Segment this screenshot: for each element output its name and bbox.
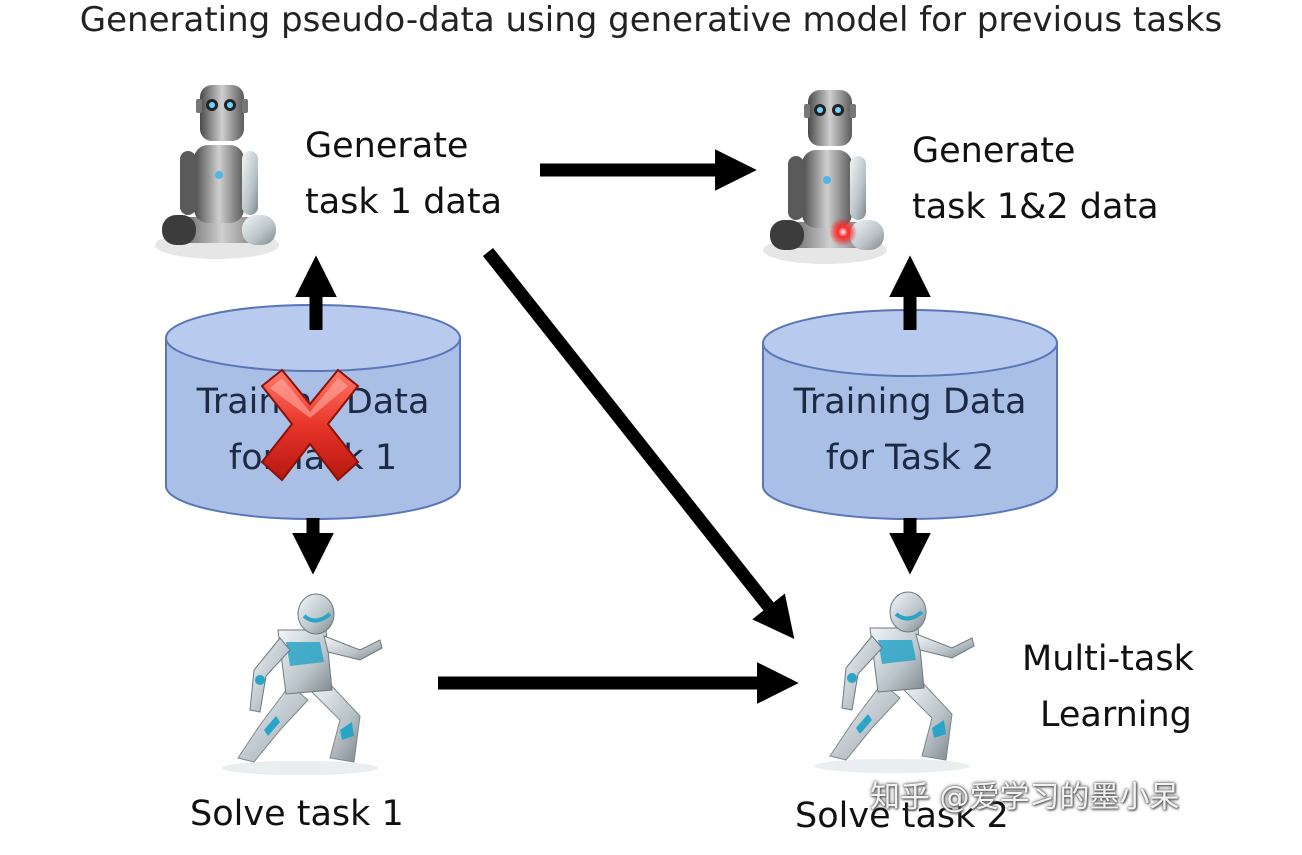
diagram-title: Generating pseudo-data using generative … <box>79 0 1223 40</box>
generator-2-label-line1: Generate <box>912 131 1076 171</box>
generator-1-label-line2: task 1 data <box>305 182 503 222</box>
arrow-generator1-to-solver2 <box>482 247 795 640</box>
multitask-label-line1: Multi-task <box>1022 639 1194 679</box>
multitask-label-line2: Learning <box>1039 695 1192 735</box>
red-x-icon <box>260 368 360 482</box>
crouching-robot-icon <box>220 592 384 777</box>
solver-2-label: Solve task 2 <box>795 796 1009 836</box>
watermark: 知乎 @爱学习的墨小呆 <box>870 780 1180 815</box>
multitask-label: Multi-task Learning <box>1022 631 1194 743</box>
sitting-robot-icon <box>155 85 279 259</box>
generator-1-label: Generate task 1 data <box>305 118 502 230</box>
generator-2-label: Generate task 1&2 data <box>912 123 1159 235</box>
solver-1-label: Solve task 1 <box>190 794 404 834</box>
database-2-label-line2: for Task 2 <box>825 438 995 478</box>
generator-2-label-line2: task 1&2 data <box>912 187 1159 227</box>
database-2-label-line1: Training Data <box>793 382 1027 422</box>
crouching-robot-icon <box>812 590 976 775</box>
arrows <box>292 149 931 704</box>
database-2-label: Training Data for Task 2 <box>763 374 1057 486</box>
red-light-icon <box>829 218 857 246</box>
generator-1-label-line1: Generate <box>305 126 469 166</box>
sitting-robot-icon <box>763 90 887 264</box>
